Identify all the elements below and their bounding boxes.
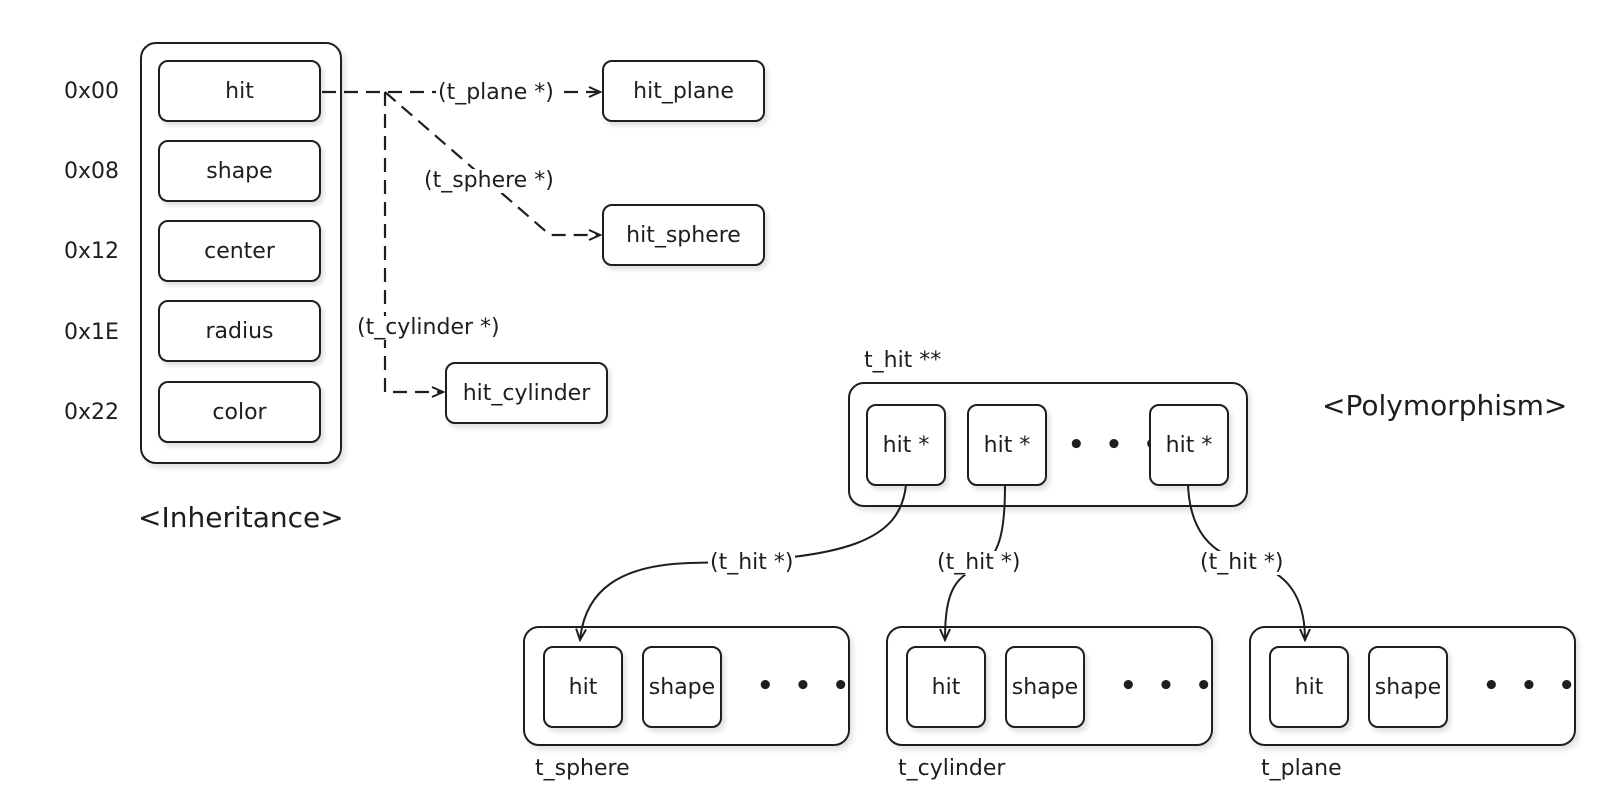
struct-ellipsis: • • • [757,671,855,701]
array-label: t_hit ** [864,348,942,373]
struct-field-hit: hit [906,646,986,728]
field-box-radius: radius [158,300,321,362]
struct-field-shape: shape [1368,646,1448,728]
field-box-color: color [158,381,321,443]
cast-label-t-hit: (t_hit *) [935,550,1023,575]
array-item-hit-pointer: hit * [866,404,946,486]
struct-t-plane [1249,626,1576,746]
field-box-center: center [158,220,321,282]
struct-field-shape: shape [642,646,722,728]
struct-t-sphere [523,626,850,746]
struct-field-hit: hit [543,646,623,728]
array-ellipsis: • • • [1068,430,1166,460]
cast-label-plane: (t_plane *) [436,80,556,105]
offset-label: 0x22 [64,400,120,425]
cast-label-cylinder: (t_cylinder *) [355,315,502,340]
field-box-shape: shape [158,140,321,202]
target-box-hit-sphere: hit_sphere [602,204,765,266]
cast-label-sphere: (t_sphere *) [422,168,556,193]
field-box-hit: hit [158,60,321,122]
pointer-array [848,382,1248,507]
struct-ellipsis: • • • [1120,671,1218,701]
struct-name-t-plane: t_plane [1261,756,1342,781]
struct-field-shape: shape [1005,646,1085,728]
struct-name-t-sphere: t_sphere [535,756,630,781]
array-item-hit-pointer: hit * [1149,404,1229,486]
struct-name-t-cylinder: t_cylinder [898,756,1006,781]
offset-label: 0x00 [64,79,120,104]
cast-arrow-cylinder [383,92,443,392]
cast-label-t-hit: (t_hit *) [1198,550,1286,575]
cast-arrow-sphere [384,91,600,235]
offset-label: 0x1E [64,320,119,345]
struct-memory-layout [140,42,342,464]
polymorphism-title: <Polymorphism> [1322,389,1568,422]
array-item-hit-pointer: hit * [967,404,1047,486]
target-box-hit-plane: hit_plane [602,60,765,122]
struct-ellipsis: • • • [1483,671,1581,701]
struct-field-hit: hit [1269,646,1349,728]
struct-t-cylinder [886,626,1213,746]
inheritance-title: <Inheritance> [138,501,344,534]
offset-label: 0x12 [64,239,120,264]
target-box-hit-cylinder: hit_cylinder [445,362,608,424]
cast-label-t-hit: (t_hit *) [708,550,796,575]
offset-label: 0x08 [64,159,120,184]
